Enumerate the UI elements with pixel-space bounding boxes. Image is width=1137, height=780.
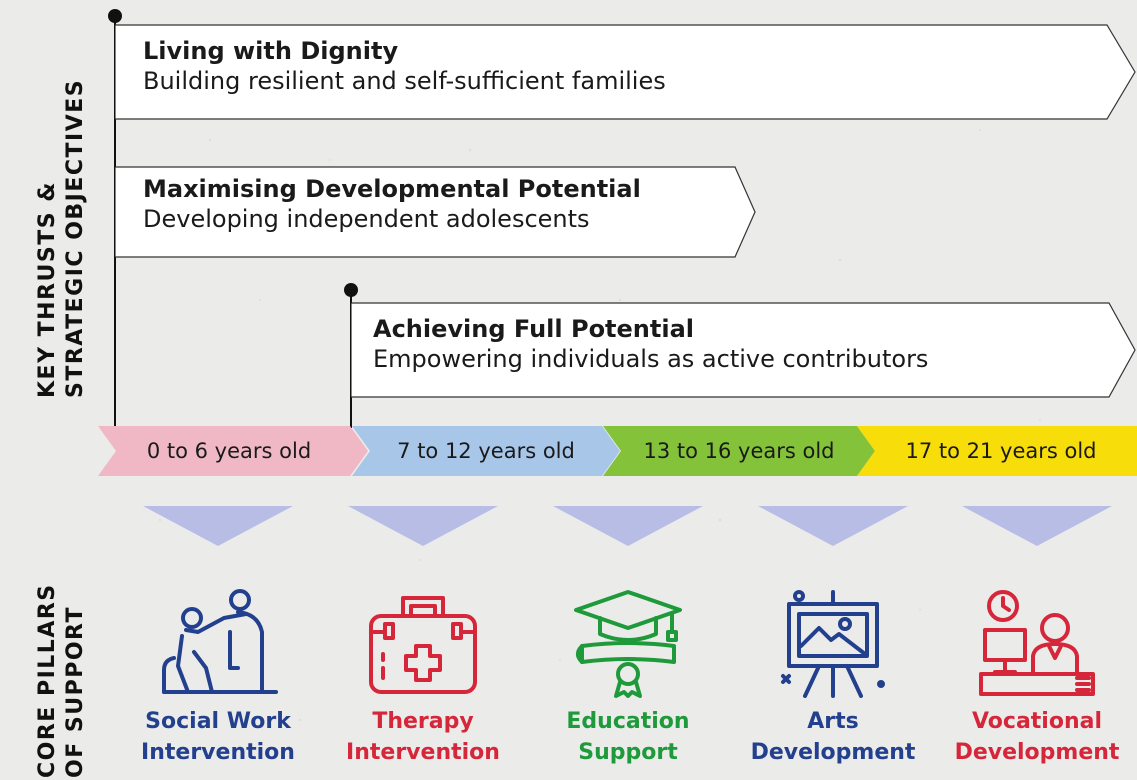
objective-title: Maximising Developmental Potential: [143, 175, 641, 203]
first-aid-kit-icon: [369, 596, 477, 694]
graduation-cap-diploma-icon: [574, 590, 682, 698]
worker-at-desk-clock-icon: [979, 590, 1095, 696]
objective-banner-achieving-full-potential: Achieving Full Potential Empowering indi…: [351, 302, 1136, 398]
age-group-label: 0 to 6 years old: [146, 439, 312, 463]
age-group-13-16: 13 to 16 years old: [603, 426, 875, 476]
objective-title: Living with Dignity: [143, 37, 399, 65]
objective-subtitle: Building resilient and self-sufficient f…: [143, 67, 666, 95]
core-pillars-label: CORE PILLARS OF SUPPORT: [35, 583, 88, 778]
age-group-0-6: 0 to 6 years old: [98, 426, 368, 476]
age-group-label: 7 to 12 years old: [397, 439, 575, 463]
down-arrow-icon: [348, 506, 498, 546]
helping-hand-climb-icon: [162, 589, 278, 694]
objective-subtitle: Developing independent adolescents: [143, 205, 590, 233]
age-group-label: 17 to 21 years old: [905, 439, 1097, 463]
age-group-17-21: 17 to 21 years old: [857, 426, 1137, 476]
timeline-dot-main: [108, 9, 122, 23]
age-group-7-12: 7 to 12 years old: [352, 426, 620, 476]
objective-banner-maximising-potential: Maximising Developmental Potential Devel…: [115, 166, 756, 258]
down-arrow-icon: [553, 506, 703, 546]
down-arrow-icon: [143, 506, 293, 546]
easel-painting-icon: [781, 590, 885, 698]
objective-title: Achieving Full Potential: [373, 315, 695, 343]
objective-banner-living-with-dignity: Living with Dignity Building resilient a…: [115, 24, 1136, 120]
objective-subtitle: Empowering individuals as active contrib…: [373, 345, 929, 373]
age-group-label: 13 to 16 years old: [643, 439, 835, 463]
timeline-dot-secondary: [344, 283, 358, 297]
down-arrow-icon: [962, 506, 1112, 546]
key-thrusts-label: KEY THRUSTS & STRATEGIC OBJECTIVES: [35, 78, 88, 398]
down-arrow-icon: [758, 506, 908, 546]
